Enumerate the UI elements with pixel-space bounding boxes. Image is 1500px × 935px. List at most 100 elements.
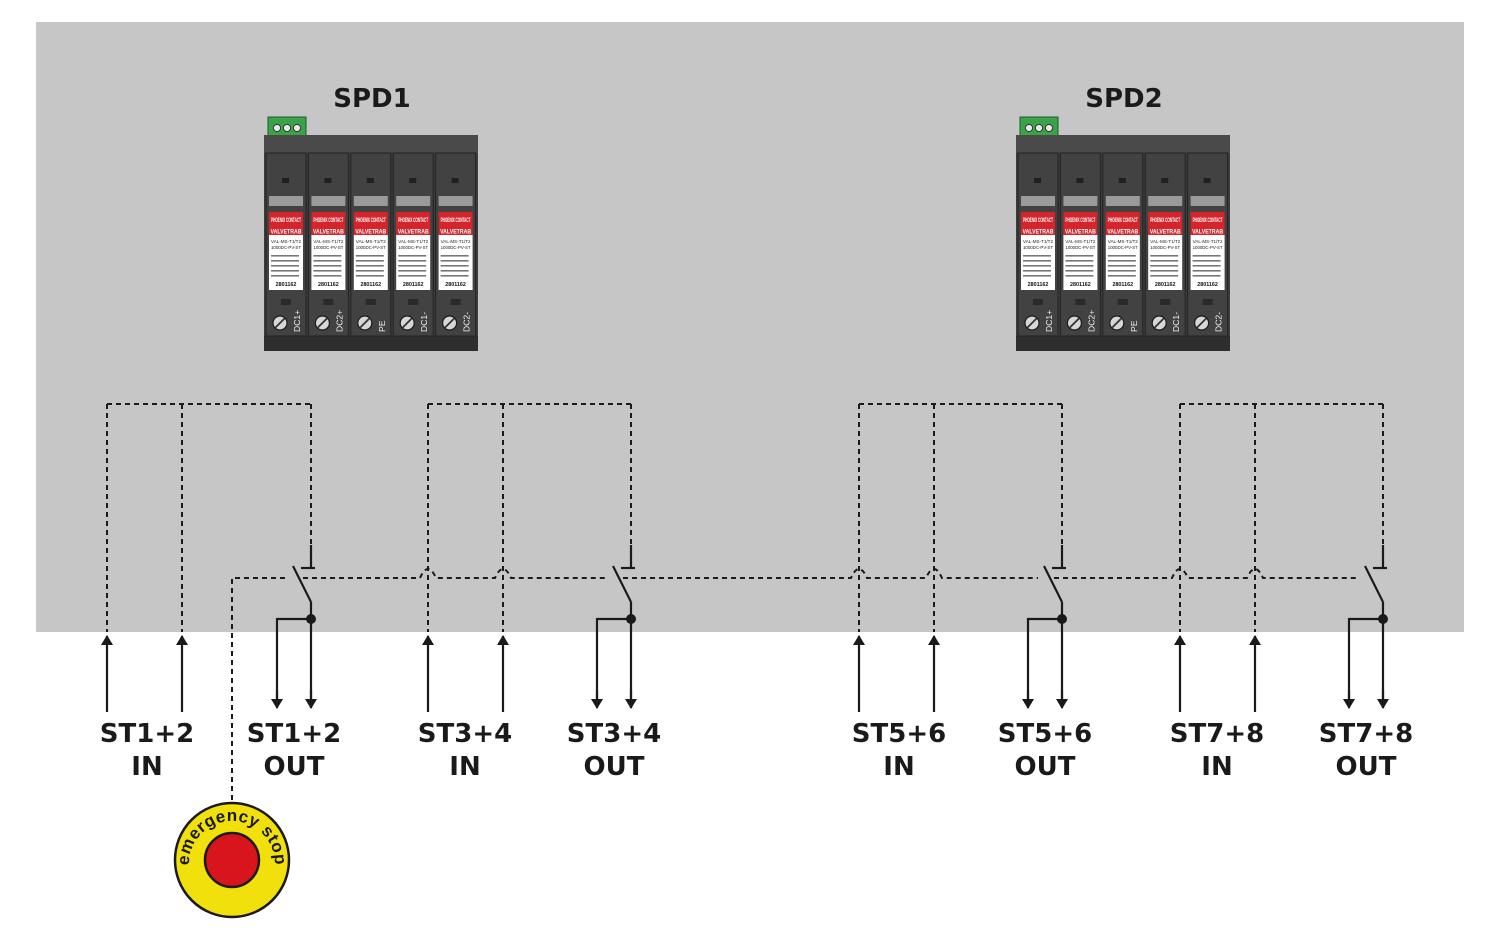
release-slot xyxy=(281,299,291,305)
spec-line xyxy=(398,260,427,262)
io-label-line2: IN xyxy=(883,752,915,782)
series-text: VALVETRAB xyxy=(1023,228,1054,235)
status-window xyxy=(366,178,374,183)
spec-line xyxy=(1192,260,1221,262)
brand-band xyxy=(311,212,346,226)
spec-line xyxy=(398,265,427,267)
spec-line xyxy=(355,265,384,267)
part-number: 2801162 xyxy=(318,282,339,288)
screw-slot xyxy=(274,317,286,329)
model-text-2: 1000DC-PV-ST xyxy=(1065,245,1095,251)
module-grip xyxy=(269,196,303,206)
label-card xyxy=(396,235,431,290)
io-label-line2: OUT xyxy=(263,752,325,782)
part-number: 2801162 xyxy=(1197,282,1218,288)
connector-screw xyxy=(1034,123,1044,133)
screw-slot xyxy=(402,317,413,329)
terminal-label: PE xyxy=(1129,320,1139,332)
label-card xyxy=(1105,235,1140,290)
model-text: VAL-MS-T1/T2 xyxy=(1150,239,1180,245)
brand-text: PHOENIX CONTACT xyxy=(313,217,343,224)
terminal-label: DC2+ xyxy=(334,310,344,332)
connector-screw xyxy=(272,123,282,133)
screw-slot xyxy=(359,317,370,329)
spec-line xyxy=(1023,270,1051,272)
label-card xyxy=(1021,235,1055,290)
part-number: 2801162 xyxy=(1028,282,1049,288)
device-top-rail xyxy=(1016,135,1230,153)
spec-line xyxy=(1023,265,1051,267)
module-grip xyxy=(1105,196,1140,206)
module-grip xyxy=(1021,196,1055,206)
estop-mushroom xyxy=(203,831,261,889)
model-text: VAL-MS-T1/T2 xyxy=(1193,239,1223,245)
model-text-2: 1000DC-PV-ST xyxy=(1108,245,1138,251)
connector-screw xyxy=(1024,123,1034,133)
release-slot xyxy=(365,299,376,305)
module-grip xyxy=(1148,196,1183,206)
spec-line xyxy=(355,270,384,272)
label-card xyxy=(269,235,303,290)
label-card xyxy=(1190,235,1225,290)
io-label-line2: IN xyxy=(449,752,481,782)
io-label-st5-6-in: ST5+6 IN xyxy=(824,718,974,784)
device-top-rail xyxy=(264,135,478,153)
spec-line xyxy=(1150,255,1179,257)
model-text: VAL-MS-T1/T2 xyxy=(313,239,343,245)
screw-slot xyxy=(1026,317,1038,329)
io-label-st1-2-out: ST1+2 OUT xyxy=(219,718,369,784)
spd-module: PHOENIX CONTACTVALVETRABVAL-MS-T1/T21000… xyxy=(1102,152,1144,337)
status-window xyxy=(1076,178,1084,183)
model-text-2: 1000DC-PV-ST xyxy=(356,245,386,251)
series-band xyxy=(311,226,346,235)
switch-blade xyxy=(292,565,312,603)
screw-slot xyxy=(1154,317,1165,329)
series-band xyxy=(1148,226,1183,235)
output-wire xyxy=(275,617,311,700)
release-slot xyxy=(450,299,461,305)
brand-text: PHOENIX CONTACT xyxy=(398,217,428,224)
switch-blade xyxy=(1043,565,1063,603)
io-label-line2: OUT xyxy=(1335,752,1397,782)
series-band xyxy=(1105,226,1140,235)
spec-line xyxy=(355,260,384,262)
spec-line xyxy=(398,270,427,272)
spec-line xyxy=(1192,265,1221,267)
part-number: 2801162 xyxy=(1070,282,1091,288)
series-band xyxy=(353,226,388,235)
model-text-2: 1000DC-PV-ST xyxy=(441,245,471,251)
brand-text: PHOENIX CONTACT xyxy=(1065,217,1095,224)
model-text-2: 1000DC-PV-ST xyxy=(1150,245,1180,251)
release-slot xyxy=(1160,299,1171,305)
spec-line xyxy=(1023,260,1051,262)
spec-line xyxy=(1107,275,1136,277)
spec-line xyxy=(1150,270,1179,272)
status-window xyxy=(1203,178,1211,183)
model-text-2: 1000DC-PV-ST xyxy=(313,245,343,251)
status-window xyxy=(282,178,289,183)
terminal-label: DC1+ xyxy=(1044,310,1054,332)
series-text: VALVETRAB xyxy=(355,228,386,235)
spec-line xyxy=(440,260,469,262)
screw-slot xyxy=(1111,317,1122,329)
model-text-2: 1000DC-PV-ST xyxy=(398,245,428,251)
status-window xyxy=(324,178,332,183)
spec-line xyxy=(355,275,384,277)
spec-line xyxy=(271,270,299,272)
spec-line xyxy=(1065,260,1094,262)
brand-band xyxy=(438,212,473,226)
terminal-label: DC1+ xyxy=(292,310,302,332)
module-grip xyxy=(1190,196,1225,206)
spec-line xyxy=(355,255,384,257)
emergency-stop-button[interactable]: emergency stop xyxy=(170,798,294,922)
connector-screw xyxy=(282,123,292,133)
status-window xyxy=(1034,178,1041,183)
status-window xyxy=(1161,178,1169,183)
terminal-label: DC2- xyxy=(462,312,472,332)
spec-line xyxy=(1023,255,1051,257)
io-label-line2: IN xyxy=(131,752,163,782)
spec-line xyxy=(1107,255,1136,257)
series-text: VALVETRAB xyxy=(313,228,344,235)
terminal-label: PE xyxy=(377,320,387,332)
